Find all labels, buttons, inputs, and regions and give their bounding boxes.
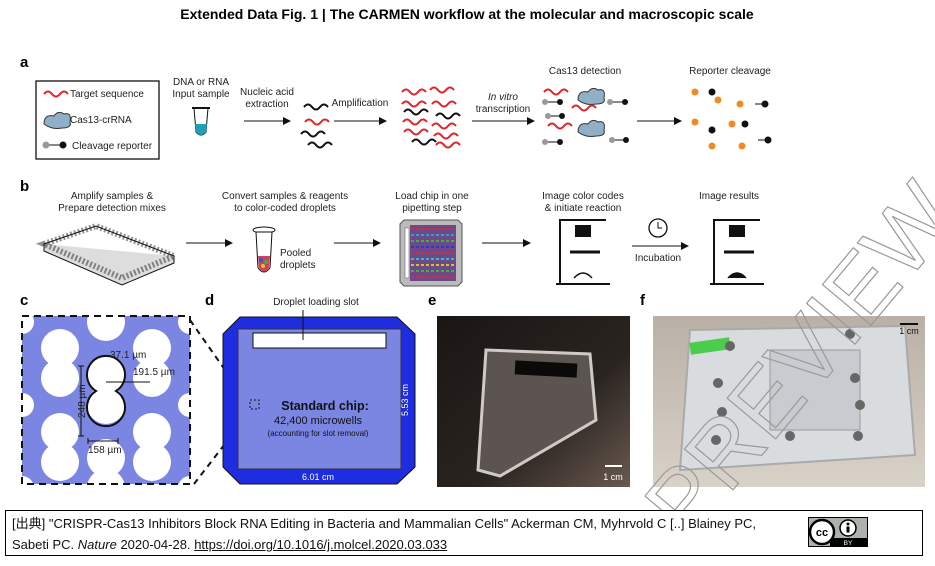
dim-height-label: 248 µm <box>77 384 88 418</box>
incubation-label: Incubation <box>635 253 681 264</box>
transcription-label: In vitro <box>488 92 518 103</box>
timer-icon <box>648 218 668 238</box>
step2-label-2: to color-coded droplets <box>234 203 336 214</box>
zoom-box <box>21 315 191 485</box>
microscope-icon <box>556 219 610 285</box>
panel-label-c: c <box>20 292 28 309</box>
amplified-strands <box>401 86 461 149</box>
pooled-label-2: droplets <box>280 260 316 271</box>
step3-label: Load chip in one <box>395 191 469 202</box>
chip-note: (accounting for slot removal) <box>268 429 369 438</box>
panel-label-b: b <box>20 178 29 195</box>
well-plate-icon <box>35 222 183 286</box>
legend-target: Target sequence <box>70 89 144 100</box>
license-text: BY <box>844 540 853 547</box>
cas13-icon <box>43 111 71 129</box>
figure-title: Extended Data Fig. 1 | The CARMEN workfl… <box>180 6 754 22</box>
panel-d: d Droplet loading slot Standard chip: 42… <box>205 292 416 485</box>
dim-width-label: 158 µm <box>88 445 122 456</box>
microscope-results-icon <box>710 219 764 285</box>
dim-diameter-label: 191.5 µm <box>133 367 175 378</box>
chip-title: Standard chip: <box>281 399 369 413</box>
step1-label-2: Prepare detection mixes <box>58 203 166 214</box>
panel-label-d: d <box>205 292 214 309</box>
step1-label: Amplify samples & <box>71 191 154 202</box>
legend-reporter: Cleavage reporter <box>72 141 153 152</box>
panel-label-a: a <box>20 54 29 71</box>
citation-line-1: [出典] "CRISPR-Cas13 Inhibitors Block RNA … <box>12 513 916 534</box>
step4-label: Image color codes <box>542 191 624 202</box>
svg-text:cc: cc <box>816 527 828 539</box>
step4-label-2: & initiate reaction <box>545 203 622 214</box>
legend-box <box>35 80 160 160</box>
panel-c: c 37.1 µm 191.5 µm 248 µm 158 µm <box>20 292 249 485</box>
input-sample-label: DNA or RNA <box>173 77 229 88</box>
cleavage-label: Reporter cleavage <box>689 66 771 77</box>
citation-line-2: Sabeti PC. Nature 2020-04-28. https://do… <box>12 534 916 555</box>
dim-gap-label: 37.1 µm <box>110 350 146 361</box>
transcription-label-2: transcription <box>476 104 530 115</box>
input-sample-label-2: Input sample <box>172 89 230 100</box>
legend-cas13: Cas13-crRNA <box>70 115 132 126</box>
panel-a: a Target sequence Cas13-crRNA Cleavage r… <box>20 54 772 160</box>
citation-doi-link[interactable]: https://doi.org/10.1016/j.molcel.2020.03… <box>194 537 448 552</box>
panel-f: f 1 cm <box>640 292 925 487</box>
citation-journal: Nature <box>77 537 117 552</box>
panel-label-f: f <box>640 292 646 309</box>
reporter-icon <box>42 141 67 149</box>
citation-authors-end: Sabeti PC. <box>12 537 75 552</box>
loading-slot <box>252 332 387 349</box>
figure: Extended Data Fig. 1 | The CARMEN workfl… <box>20 6 935 510</box>
detection-label: Cas13 detection <box>549 66 621 77</box>
step2-label: Convert samples & reagents <box>222 191 348 202</box>
slot-label: Droplet loading slot <box>273 297 359 308</box>
pooled-label: Pooled <box>280 248 311 259</box>
chip-width: 6.01 cm <box>302 472 334 482</box>
scale-bar-f: 1 cm <box>899 326 919 336</box>
scale-bar-e: 1 cm <box>603 472 623 482</box>
extracted-strands <box>300 103 333 149</box>
citation-date: 2020-04-28. <box>120 537 191 552</box>
panel-label-e: e <box>428 292 436 309</box>
pooled-droplet-tube-icon <box>252 226 276 273</box>
extraction-label: Nucleic acid <box>240 87 294 98</box>
target-sequence-icon <box>43 90 69 98</box>
panel-b: b Amplify samples & Prepare detection mi… <box>20 178 764 287</box>
loaded-chip-icon <box>399 219 463 287</box>
chip-count: 42,400 microwells <box>274 415 363 427</box>
cas13-detection-illustration <box>542 87 629 145</box>
citation-text: [出典] "CRISPR-Cas13 Inhibitors Block RNA … <box>12 516 756 531</box>
panel-e: e 1 cm <box>428 292 630 487</box>
sample-tube-icon <box>192 107 210 136</box>
citation-box: [出典] "CRISPR-Cas13 Inhibitors Block RNA … <box>5 510 923 556</box>
extraction-label-2: extraction <box>245 99 288 110</box>
cleaved-reporters <box>691 88 772 150</box>
step3-label-2: pipetting step <box>402 203 462 214</box>
chip-height: 5.53 cm <box>400 384 410 416</box>
cc-by-icon[interactable]: cc BY <box>808 517 868 547</box>
amplification-label: Amplification <box>332 98 389 109</box>
step5-label: Image results <box>699 191 759 202</box>
